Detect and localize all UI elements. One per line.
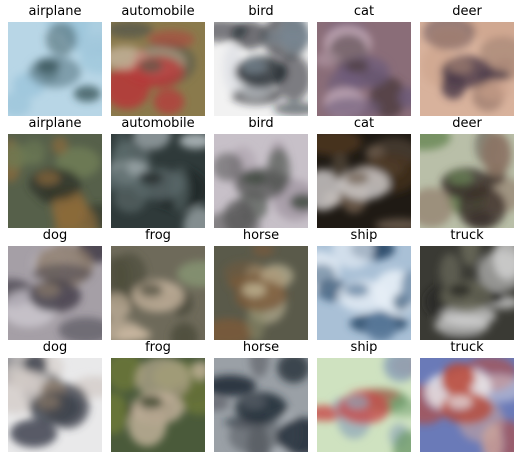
bird-image <box>214 22 308 116</box>
class-label: bird <box>248 116 274 131</box>
generated-sample-art <box>8 358 102 452</box>
ship-image <box>317 246 411 340</box>
frog-image <box>111 358 205 452</box>
bird-image <box>214 134 308 228</box>
class-label: truck <box>450 340 484 355</box>
generated-sample-art <box>214 358 308 452</box>
automobile-image <box>111 134 205 228</box>
class-label: deer <box>452 4 482 19</box>
class-label: frog <box>145 228 171 243</box>
generated-sample-art <box>317 358 411 452</box>
class-label: deer <box>452 116 482 131</box>
airplane-image <box>8 134 102 228</box>
deer-image <box>420 134 514 228</box>
automobile-image <box>111 22 205 116</box>
generated-sample-art <box>8 246 102 340</box>
cat-image <box>317 134 411 228</box>
generated-sample-art <box>111 358 205 452</box>
class-label: horse <box>242 228 280 243</box>
airplane-image <box>8 22 102 116</box>
class-label: dog <box>42 228 68 243</box>
generated-sample-art <box>214 134 308 228</box>
class-label: airplane <box>28 116 82 131</box>
class-label: automobile <box>121 116 195 131</box>
truck-image <box>420 358 514 452</box>
class-label: bird <box>248 4 274 19</box>
generated-sample-art <box>317 22 411 116</box>
deer-image <box>420 22 514 116</box>
generated-sample-art <box>214 22 308 116</box>
generated-sample-art <box>214 246 308 340</box>
ship-image <box>317 358 411 452</box>
generated-sample-art <box>111 134 205 228</box>
generated-sample-art <box>8 22 102 116</box>
class-label: horse <box>242 340 280 355</box>
horse-image <box>214 246 308 340</box>
generated-sample-art <box>420 22 514 116</box>
generated-sample-art <box>420 134 514 228</box>
generated-sample-art <box>111 22 205 116</box>
class-label: automobile <box>121 4 195 19</box>
dog-image <box>8 246 102 340</box>
class-label: ship <box>350 340 378 355</box>
horse-image <box>214 358 308 452</box>
class-label: frog <box>145 340 171 355</box>
frog-image <box>111 246 205 340</box>
truck-image <box>420 246 514 340</box>
generated-sample-art <box>317 246 411 340</box>
class-label: airplane <box>28 4 82 19</box>
dog-image <box>8 358 102 452</box>
generated-sample-art <box>8 134 102 228</box>
class-label: cat <box>353 116 375 131</box>
generated-sample-art <box>420 246 514 340</box>
generated-sample-art <box>420 358 514 452</box>
generated-sample-art <box>317 134 411 228</box>
class-label: truck <box>450 228 484 243</box>
generated-sample-art <box>111 246 205 340</box>
cat-image <box>317 22 411 116</box>
class-label: ship <box>350 228 378 243</box>
class-label: cat <box>353 4 375 19</box>
class-label: dog <box>42 340 68 355</box>
